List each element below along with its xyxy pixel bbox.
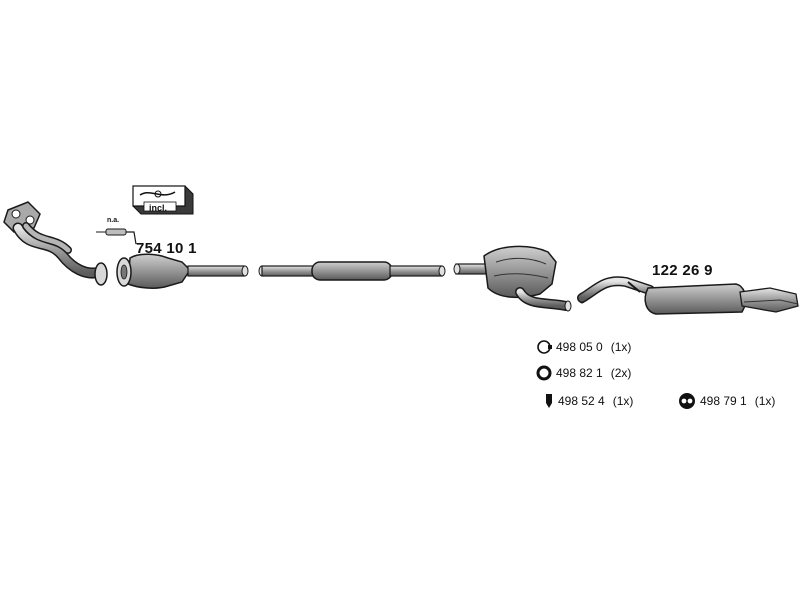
accessory-number: 498 52 4 — [558, 394, 605, 408]
accessory-number: 498 05 0 — [556, 340, 603, 354]
accessory-qty: (1x) — [612, 394, 634, 408]
accessory-row[interactable]: 498 79 1 (1x) — [678, 392, 775, 410]
centre-silencer[interactable] — [258, 261, 446, 281]
accessory-row[interactable]: 498 05 0 (1x) — [536, 339, 631, 355]
accessory-number: 498 79 1 — [700, 394, 747, 408]
gasket-ring-icon — [536, 365, 552, 381]
accessory-number: 498 82 1 — [556, 366, 603, 380]
middle-silencer[interactable] — [453, 245, 572, 312]
front-pipe[interactable] — [3, 201, 108, 286]
sensor-note: n.a. — [107, 217, 120, 224]
accessory-qty: (2x) — [610, 366, 632, 380]
rubber-mount-icon — [679, 393, 695, 409]
clamp-icon — [537, 340, 552, 354]
kit-note: incl. — [149, 203, 168, 213]
part-number-catalytic-converter: 754 10 1 — [136, 240, 197, 257]
accessory-row[interactable]: 498 52 4 (1x) — [544, 393, 633, 409]
accessory-row[interactable]: 498 82 1 (2x) — [536, 365, 631, 381]
rear-silencer[interactable] — [577, 276, 799, 315]
catalytic-converter[interactable] — [116, 253, 249, 289]
accessory-qty: (1x) — [754, 394, 776, 408]
part-number-rear-silencer: 122 26 9 — [652, 262, 713, 279]
bolt-icon — [546, 394, 552, 408]
fitting-kit-box[interactable] — [132, 185, 194, 215]
accessory-qty: (1x) — [610, 340, 632, 354]
lambda-sensor[interactable] — [96, 228, 137, 245]
